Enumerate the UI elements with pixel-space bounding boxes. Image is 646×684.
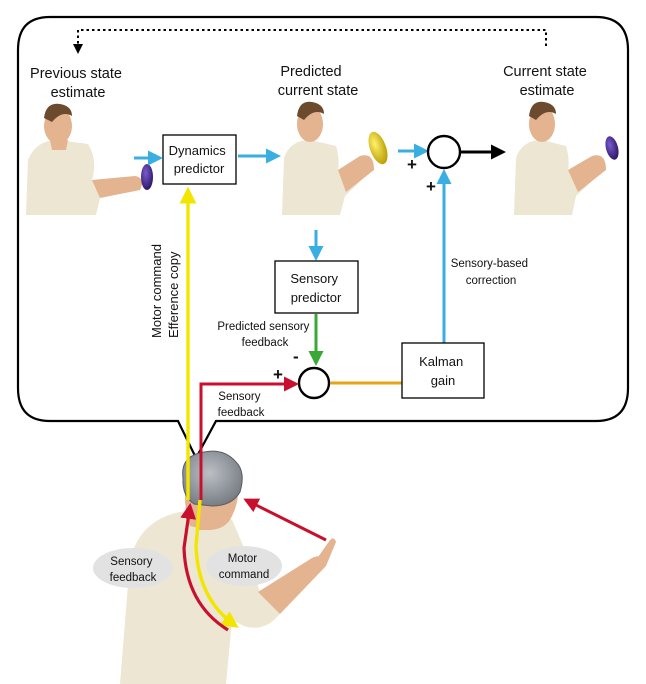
visual-feedback-path: [243, 498, 327, 542]
minus-sign: -: [293, 347, 299, 366]
ball-object-predicted: [368, 131, 388, 165]
predicted-state-label: Predicted current state: [278, 64, 359, 99]
predicted-sensory-feedback-label: Predicted sensory feedback: [217, 321, 312, 349]
dynamics-predictor-box: [162, 134, 237, 185]
motor-command-vertical-label: Motor command: [149, 244, 164, 338]
brain-icon: [182, 450, 243, 507]
sensory-feedback-label: Sensory feedback: [218, 391, 265, 419]
summing-junction-bottom: [297, 366, 331, 400]
loop-back-dotted-arrow: [73, 29, 547, 54]
plus-sign-top-bottom: +: [426, 177, 436, 196]
speech-bubble-sensory: [93, 548, 173, 588]
ball-object-current: [605, 136, 619, 160]
plus-sign-top-left: +: [407, 155, 417, 174]
person-figure-predicted: [282, 101, 374, 215]
person-figure-previous: [26, 103, 143, 215]
sensory-feedback-body-path: [180, 502, 229, 632]
motor-command-body-path: [194, 499, 239, 628]
kalman-gain-label: Kalman gain: [419, 354, 467, 388]
sensory-based-correction-label: Sensory-based correction: [451, 258, 532, 287]
ball-object-previous: [141, 164, 153, 190]
bubble-sensory-feedback-label: Sensory feedback: [110, 556, 157, 584]
previous-state-label: Previous state estimate: [30, 66, 126, 101]
dynamics-predictor-label: Dynamics predictor: [169, 143, 230, 176]
plus-sign-bottom: +: [273, 365, 283, 384]
efference-copy-vertical-label: Efference copy: [166, 251, 181, 338]
bubble-motor-command-label: Motor command: [219, 553, 270, 581]
person-figure-current: [514, 101, 606, 215]
kalman-gain-box: [401, 342, 485, 399]
summing-junction-top: [426, 134, 462, 170]
sensory-predictor-label: Sensory predictor: [290, 271, 342, 305]
current-state-label: Current state estimate: [503, 64, 591, 99]
sensory-predictor-box: [274, 260, 359, 314]
sensory-feedback-path: [199, 376, 299, 500]
speech-bubble-motor: [206, 546, 282, 586]
